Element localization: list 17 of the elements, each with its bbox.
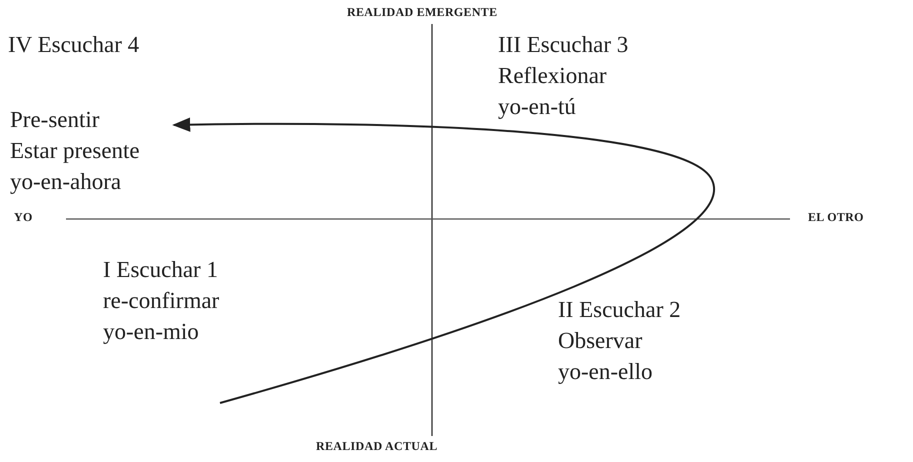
quadrant-text: III Escuchar 3 [498,33,628,56]
axis-label: YO [14,211,33,223]
quadrant-text: II Escuchar 2 [558,298,681,321]
axis-label: REALIDAD EMERGENTE [347,6,498,18]
quadrant-text: IV Escuchar 4 [8,33,140,56]
axis-label: EL OTRO [808,211,864,223]
quadrant-text: yo-en-ello [558,360,653,383]
quadrant-text: yo-en-tú [498,95,576,118]
quadrant-text: yo-en-mio [103,320,199,343]
axis-label: REALIDAD ACTUAL [316,440,438,452]
quadrant-text: I Escuchar 1 [103,258,218,281]
quadrant-text: yo-en-ahora [10,170,122,193]
quadrant-text: Reflexionar [498,64,607,87]
quadrant-text: Estar presente [10,139,140,162]
quadrant-text: Pre-sentir [10,108,100,131]
quadrant-text: re-confirmar [103,289,220,312]
quadrant-text: Observar [558,329,642,352]
